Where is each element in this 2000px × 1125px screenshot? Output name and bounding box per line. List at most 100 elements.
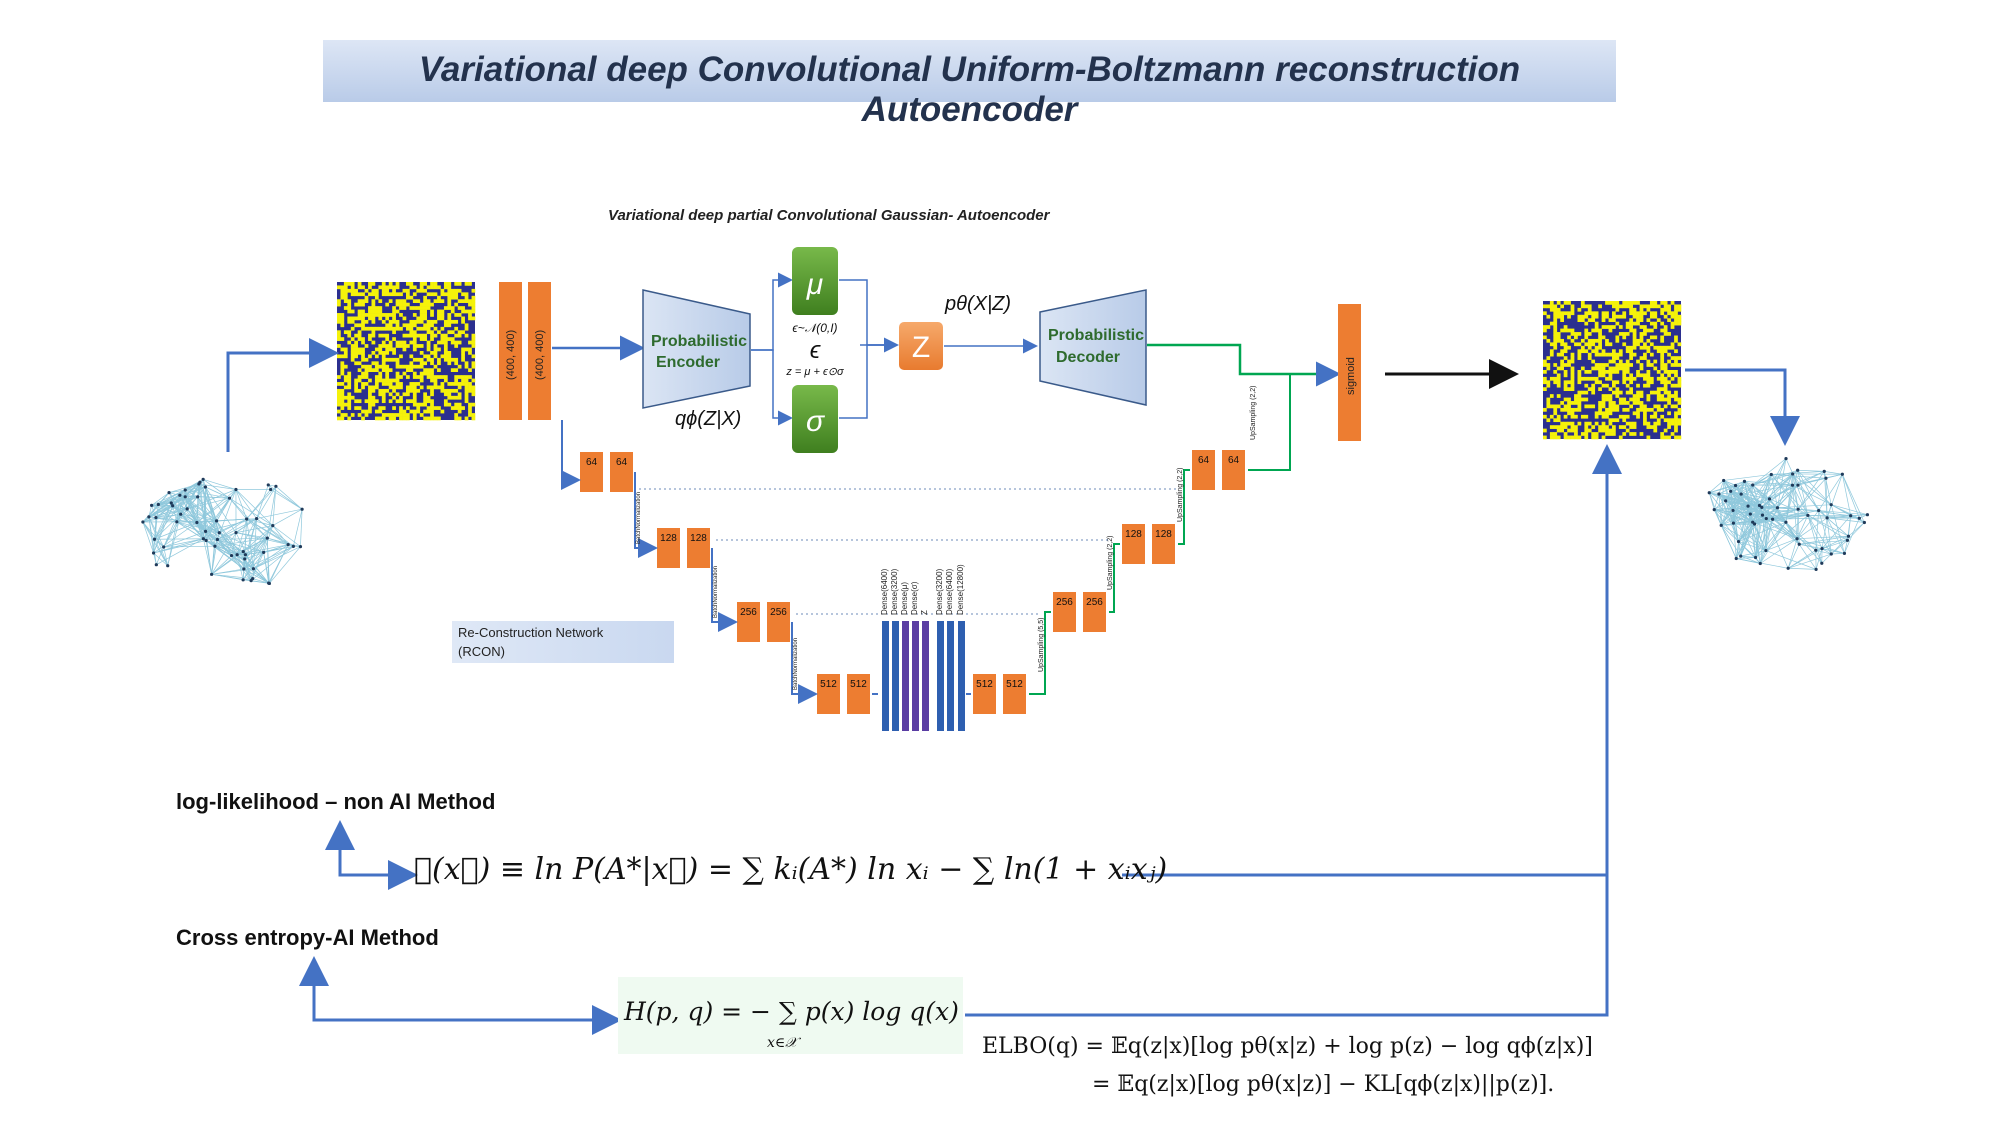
graph-node [243,553,248,557]
matrix-cell [1577,356,1582,360]
matrix-cell [1570,356,1575,360]
matrix-cell [1636,383,1640,388]
matrix-cell [1670,314,1675,319]
matrix-cell [392,385,396,390]
graph-edge [1807,514,1860,519]
graph-edge [197,483,200,497]
matrix-cell [412,299,417,303]
matrix-cell [1632,397,1637,402]
matrix-cell [409,399,414,404]
matrix-cell [423,337,427,341]
matrix-cell [374,292,379,297]
graph-node [1739,492,1743,496]
matrix-cell [1643,356,1647,360]
matrix-cell [419,309,424,314]
matrix-cell [1643,414,1647,419]
matrix-cell [1594,352,1599,357]
matrix-cell [412,333,417,338]
matrix-cell [1674,338,1678,343]
matrix-cell [1580,397,1585,402]
decoder-conv-block [1083,592,1106,632]
matrix-cell [1574,335,1578,340]
matrix-cell [1646,345,1651,350]
graph-edge [1831,504,1868,516]
graph-node [201,537,205,541]
matrix-cell [381,354,386,359]
matrix-cell [1612,301,1616,305]
reparam-formula: z = μ + ϵ⊙σ [785,366,844,378]
graph-edge [1752,474,1772,486]
matrix-cell [381,340,386,345]
matrix-cell [1563,425,1568,429]
matrix-cell [1556,301,1561,305]
graph-edge [216,520,238,555]
dense-label: Dense(12800) [956,564,965,615]
matrix-cell [1594,376,1599,381]
matrix-cell [1649,328,1654,333]
graph-edge [217,539,264,553]
matrix-cell [1636,390,1640,395]
matrix-cell [1646,397,1651,402]
matrix-cell [443,354,448,359]
matrix-cell [430,388,434,393]
graph-node [1707,491,1711,495]
graph-node [1795,537,1799,541]
graph-edge [151,492,170,506]
matrix-cell [1612,432,1616,436]
dense-layer [902,621,909,731]
decoder-to-sigmoid-arrow [1147,343,1341,387]
matrix-cell [1653,414,1658,419]
matrix-cell [1663,397,1668,402]
matrix-cell [1674,304,1678,309]
matrix-cell [337,402,341,407]
matrix-cell [468,347,472,352]
matrix-cell [450,319,455,324]
matrix-cell [385,351,390,355]
matrix-cell [471,388,476,393]
matrix-cell [430,399,434,404]
matrix-cell [399,385,403,390]
matrix-cell [1560,421,1564,426]
matrix-cell [412,340,417,345]
crossentropy-label-arrow [299,956,616,1022]
matrix-cell [1608,373,1613,378]
matrix-cell [374,364,379,369]
graph-edge [1736,558,1789,569]
graph-edge [1826,504,1832,518]
matrix-cell [1629,356,1633,360]
matrix-cell [464,361,469,366]
matrix-cell [1622,397,1627,402]
matrix-cell [437,375,441,379]
matrix-cell [1612,311,1616,316]
matrix-cell [1618,314,1623,319]
matrix-cell [1670,356,1675,360]
matrix-cell [419,402,424,407]
graph-edge [1752,484,1763,516]
matrix-cell [1577,318,1582,322]
matrix-cell [1674,394,1678,398]
matrix-cell [412,285,417,290]
matrix-cell [437,299,441,303]
matrix-cell [443,319,448,324]
matrix-cell [1674,390,1678,395]
matrix-cell [340,402,345,407]
matrix-cell [378,388,383,393]
matrix-cell [1563,383,1568,388]
graph-edge [1718,480,1724,495]
graph-edge [1821,535,1849,549]
decoder-p-label: pθ(X|Z) [944,293,1011,315]
matrix-cell [1612,318,1616,322]
matrix-cell [1601,394,1606,398]
matrix-cell [354,406,358,410]
matrix-cell [437,309,441,314]
matrix-cell [1570,401,1575,405]
batchnorm-label: BatchNormalization [636,492,642,544]
matrix-cell [1594,311,1599,316]
decoder-conv-block [1122,524,1145,564]
matrix-cell [1560,352,1564,357]
matrix-cell [1577,407,1582,412]
matrix-cell [385,375,390,379]
matrix-cell [1674,414,1678,419]
graph-edge [1785,521,1817,551]
matrix-cell [419,306,424,310]
